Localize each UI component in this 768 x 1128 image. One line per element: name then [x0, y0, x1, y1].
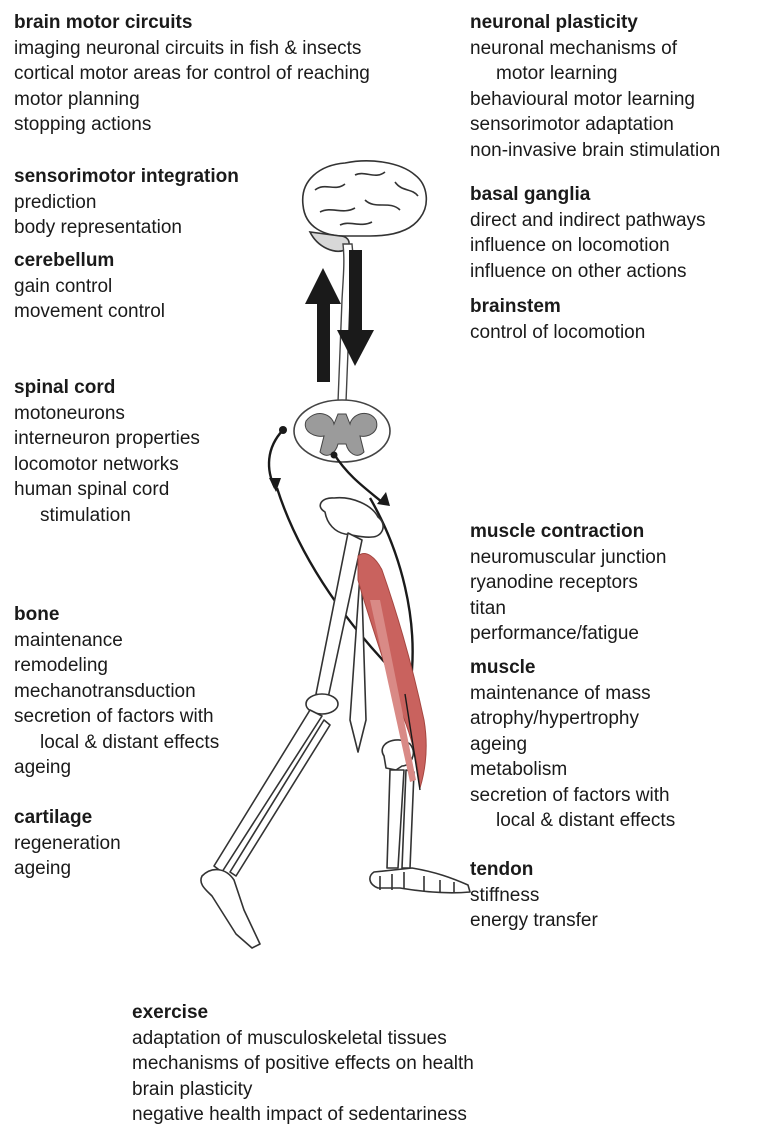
item: motor planning: [14, 87, 370, 113]
item: maintenance of mass: [470, 681, 675, 707]
heading-basal-ganglia: basal ganglia: [470, 182, 706, 208]
block-bone: bone maintenance remodeling mechanotrans…: [14, 602, 219, 781]
block-spinal-cord: spinal cord motoneurons interneuron prop…: [14, 375, 200, 528]
heading-cerebellum: cerebellum: [14, 248, 165, 274]
item: movement control: [14, 299, 165, 325]
item: regeneration: [14, 831, 121, 857]
item: non-invasive brain stimulation: [470, 138, 720, 164]
item: control of locomotion: [470, 320, 645, 346]
item: body representation: [14, 215, 239, 241]
item: motor learning: [470, 61, 720, 87]
heading-exercise: exercise: [132, 1000, 474, 1026]
item: ageing: [14, 755, 219, 781]
item: motoneurons: [14, 401, 200, 427]
item: ageing: [14, 856, 121, 882]
item: locomotor networks: [14, 452, 200, 478]
brain-icon: [303, 161, 427, 251]
block-cerebellum: cerebellum gain control movement control: [14, 248, 165, 325]
item: local & distant effects: [470, 808, 675, 834]
block-muscle: muscle maintenance of mass atrophy/hyper…: [470, 655, 675, 834]
heading-sensorimotor-integration: sensorimotor integration: [14, 164, 239, 190]
item: negative health impact of sedentariness: [132, 1102, 474, 1128]
item: neuronal mechanisms of: [470, 36, 720, 62]
heading-bone: bone: [14, 602, 219, 628]
item: secretion of factors with: [470, 783, 675, 809]
item: ageing: [470, 732, 675, 758]
heading-spinal-cord: spinal cord: [14, 375, 200, 401]
item: metabolism: [470, 757, 675, 783]
block-neuronal-plasticity: neuronal plasticity neuronal mechanisms …: [470, 10, 720, 163]
item: human spinal cord: [14, 477, 200, 503]
block-cartilage: cartilage regeneration ageing: [14, 805, 121, 882]
item: sensorimotor adaptation: [470, 112, 720, 138]
leg-skeleton: [201, 498, 470, 948]
block-brainstem: brainstem control of locomotion: [470, 294, 645, 345]
item: influence on locomotion: [470, 233, 706, 259]
item: mechanotransduction: [14, 679, 219, 705]
item: imaging neuronal circuits in fish & inse…: [14, 36, 370, 62]
item: ryanodine receptors: [470, 570, 666, 596]
item: brain plasticity: [132, 1077, 474, 1103]
item: energy transfer: [470, 908, 598, 934]
item: stopping actions: [14, 112, 370, 138]
block-sensorimotor-integration: sensorimotor integration prediction body…: [14, 164, 239, 241]
item: neuromuscular junction: [470, 545, 666, 571]
heading-brainstem: brainstem: [470, 294, 645, 320]
item: gain control: [14, 274, 165, 300]
item: adaptation of musculoskeletal tissues: [132, 1026, 474, 1052]
item: performance/fatigue: [470, 621, 666, 647]
heading-brain-motor-circuits: brain motor circuits: [14, 10, 370, 36]
heading-tendon: tendon: [470, 857, 598, 883]
heading-neuronal-plasticity: neuronal plasticity: [470, 10, 720, 36]
item: stiffness: [470, 883, 598, 909]
item: atrophy/hypertrophy: [470, 706, 675, 732]
item: maintenance: [14, 628, 219, 654]
block-muscle-contraction: muscle contraction neuromuscular junctio…: [470, 519, 666, 647]
item: cortical motor areas for control of reac…: [14, 61, 370, 87]
item: local & distant effects: [14, 730, 219, 756]
heading-cartilage: cartilage: [14, 805, 121, 831]
item: influence on other actions: [470, 259, 706, 285]
heading-muscle: muscle: [470, 655, 675, 681]
item: remodeling: [14, 653, 219, 679]
item: prediction: [14, 190, 239, 216]
item: titan: [470, 596, 666, 622]
block-brain-motor-circuits: brain motor circuits imaging neuronal ci…: [14, 10, 370, 138]
block-tendon: tendon stiffness energy transfer: [470, 857, 598, 934]
item: secretion of factors with: [14, 704, 219, 730]
item: stimulation: [14, 503, 200, 529]
block-exercise: exercise adaptation of musculoskeletal t…: [132, 1000, 474, 1128]
block-basal-ganglia: basal ganglia direct and indirect pathwa…: [470, 182, 706, 284]
ascending-arrow-icon: [305, 268, 341, 382]
item: interneuron properties: [14, 426, 200, 452]
item: behavioural motor learning: [470, 87, 720, 113]
spinal-cord-section-icon: [294, 400, 390, 462]
item: mechanisms of positive effects on health: [132, 1051, 474, 1077]
item: direct and indirect pathways: [470, 208, 706, 234]
heading-muscle-contraction: muscle contraction: [470, 519, 666, 545]
